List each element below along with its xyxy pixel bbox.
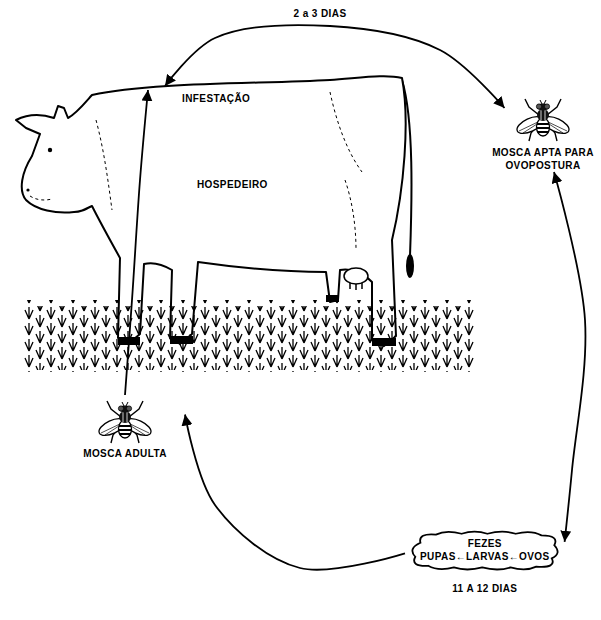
grass <box>24 306 470 370</box>
node-label: HOSPEDEIRO <box>197 178 268 191</box>
cow-eye <box>48 148 52 152</box>
fly-stage: MOSCA APTA PARA OVOPOSTURA <box>488 92 598 172</box>
node-label: FEZES <box>420 537 550 550</box>
cycle-arrow <box>165 25 504 108</box>
fly-icon <box>97 401 154 443</box>
cloud-path <box>412 532 557 570</box>
node-label: MOSCA APTA PARA OVOPOSTURA <box>488 146 598 172</box>
node-label: MOSCA ADULTA <box>65 447 185 460</box>
grass <box>18 300 476 372</box>
cycle-arrow <box>554 172 585 542</box>
node-label: INFESTAÇÃO <box>182 92 250 105</box>
fly-stage: MOSCA ADULTA <box>65 395 185 460</box>
cow-udder <box>344 268 368 284</box>
cow-shading <box>30 92 362 250</box>
duration-label: 11 A 12 DIAS <box>405 582 565 595</box>
edge-label: 2 a 3 DIAS <box>291 8 350 19</box>
cycle-arrow <box>185 415 405 570</box>
host-animal: INFESTAÇÃO HOSPEDEIRO <box>10 60 480 380</box>
cloud-shape: FEZESPUPAS←LARVAS←OVOS <box>405 528 565 574</box>
feces-cloud: FEZESPUPAS←LARVAS←OVOS 11 A 12 DIAS <box>405 528 565 595</box>
cow-teats <box>350 283 362 290</box>
cycle-arrow <box>125 90 148 395</box>
cow-tail-tuft <box>406 254 414 278</box>
cow-nostril <box>26 188 29 191</box>
fly-icon <box>515 99 572 141</box>
node-label: PUPAS←LARVAS←OVOS <box>420 550 550 563</box>
